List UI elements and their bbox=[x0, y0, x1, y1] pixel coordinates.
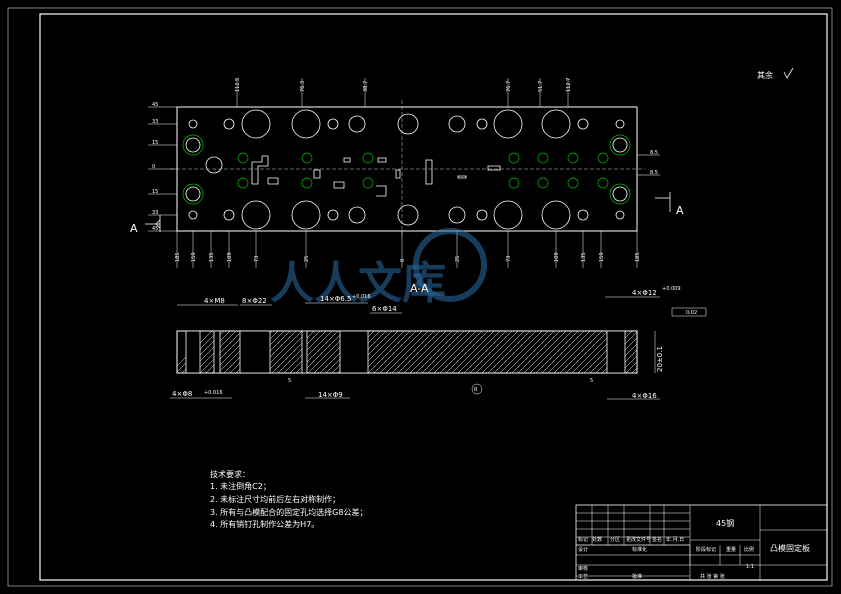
scale-value: 1:1 bbox=[746, 564, 754, 570]
dim-4xd8-tol: +0.016 bbox=[204, 390, 223, 396]
bottom-hole-row bbox=[188, 200, 625, 230]
tb-col-label: 年.月.日 bbox=[666, 536, 684, 543]
roughness-symbol bbox=[783, 67, 794, 79]
title-block: 标记 设计 审核 工艺 处数 分区 更改文件号 签名 年.月.日 标准化 批准 … bbox=[575, 504, 828, 581]
punch-holes bbox=[237, 152, 609, 189]
tb-col-label: 处数 bbox=[592, 536, 602, 543]
tb-col-label: 更改文件号 bbox=[626, 536, 651, 543]
dim-14xd6-5: 14×Φ6.5 bbox=[320, 295, 351, 303]
dim-14xd9: 14×Φ9 bbox=[318, 391, 343, 399]
watermark: 人人文库 bbox=[270, 228, 487, 309]
flatness-value: 0.02 bbox=[686, 310, 697, 316]
left-dim-label: 45 bbox=[152, 102, 158, 108]
detail-circle bbox=[471, 383, 483, 395]
top-dim-label: 76.7 bbox=[506, 81, 512, 92]
tb-row-label: 标记 bbox=[578, 536, 588, 543]
inner-frame bbox=[39, 13, 828, 581]
tb-sub-label: 比例 bbox=[744, 546, 754, 553]
bottom-dim-label: 73 bbox=[254, 256, 260, 262]
section-holes bbox=[185, 330, 626, 374]
dim-4xd12: 4×Φ12 bbox=[632, 289, 657, 297]
bottom-dim-label: 25 bbox=[455, 256, 461, 262]
section-label-left: A bbox=[130, 222, 138, 235]
bottom-dim-label: 185 bbox=[175, 252, 181, 262]
tech-title: 技术要求： bbox=[210, 469, 250, 479]
tb-row-label: 设计 bbox=[578, 546, 588, 553]
dim-4xm8: 4×M8 bbox=[204, 297, 225, 305]
tech-req-3: 3. 所有与凸模配合的固定孔均选择G8公差； bbox=[210, 507, 367, 517]
left-dimensions: 45 33 15 0 15 33 45 bbox=[148, 102, 177, 232]
bottom-dim-label: 73 bbox=[506, 256, 512, 262]
dim-4xd8: 4×Φ8 bbox=[172, 390, 192, 398]
dim-4xd16: 4×Φ16 bbox=[632, 392, 657, 400]
top-dim-label: 112.5 bbox=[235, 78, 241, 92]
right-dim-label: 8.5 bbox=[650, 170, 658, 176]
tb-row-label: 工艺 bbox=[578, 574, 588, 580]
left-dim-label: 33 bbox=[152, 119, 158, 125]
section-view: A-A 4×M8 8×Φ22 14×Φ6.5 +0.016 6×Φ14 4×Φ1… bbox=[170, 282, 707, 400]
top-dim-label: 38.7 bbox=[363, 81, 369, 92]
dim-thickness: 20±0.1 bbox=[656, 346, 664, 372]
tb-sub-label: 标准化 bbox=[632, 546, 647, 553]
tb-row-label: 审核 bbox=[578, 565, 588, 572]
tech-req-2: 2. 未标注尺寸均前后左右对称制作； bbox=[210, 494, 340, 504]
dim-14xd6-5-tol: +0.016 bbox=[352, 294, 371, 300]
detail-circle-label: R bbox=[474, 387, 478, 393]
bottom-dim-label: 135 bbox=[581, 252, 587, 262]
flatness-frame bbox=[671, 307, 707, 317]
bottom-dim-label: 185 bbox=[635, 252, 641, 262]
top-hole-row bbox=[188, 109, 625, 139]
top-dim-label: 112.7 bbox=[566, 78, 572, 92]
right-dimensions: 8.5 8.5 bbox=[637, 150, 660, 176]
left-dim-label: 45 bbox=[152, 226, 158, 232]
technical-requirements: 技术要求： 1. 未注倒角C2； 2. 未标注尺寸均前后左右对称制作； 3. 所… bbox=[210, 469, 367, 529]
depth-1: 5 bbox=[288, 378, 291, 384]
tb-sub-label: 批准 bbox=[632, 573, 642, 580]
section-outline bbox=[176, 330, 638, 374]
pin-holes bbox=[182, 134, 631, 205]
dim-4xd12-tol: +0.009 bbox=[662, 286, 681, 292]
bottom-dim-label: 109 bbox=[227, 252, 233, 262]
part-name: 凸模固定板 bbox=[770, 543, 810, 553]
section-label-right: A bbox=[676, 204, 684, 217]
tb-sub-label: 阶段标记 bbox=[696, 546, 716, 553]
left-dim-label: 0 bbox=[152, 164, 155, 170]
tech-req-1: 1. 未注倒角C2； bbox=[210, 481, 271, 491]
dim-6xd14: 6×Φ14 bbox=[372, 305, 397, 313]
outer-frame bbox=[7, 7, 833, 587]
right-dim-label: 8.5 bbox=[650, 150, 658, 156]
section-title: A-A bbox=[410, 282, 429, 295]
watermark-text: 人人文库 bbox=[270, 258, 446, 309]
punch-profiles bbox=[251, 155, 501, 197]
plan-view: A A bbox=[130, 100, 684, 238]
roughness-note: 其余 bbox=[757, 70, 773, 80]
tb-col-label: 分区 bbox=[610, 536, 620, 543]
bottom-dim-label: 0 bbox=[400, 259, 406, 262]
tech-req-4: 4. 所有销钉孔制作公差为H7。 bbox=[210, 519, 319, 529]
tb-col-label: 签名 bbox=[652, 536, 662, 543]
material: 45钢 bbox=[716, 518, 734, 528]
top-dim-label: 76.3 bbox=[300, 81, 306, 92]
top-dimensions: 112.5 76.3 38.7 76.7 51.7 112.7 bbox=[235, 78, 572, 107]
bottom-dim-label: 159 bbox=[191, 252, 197, 262]
bottom-dim-label: 109 bbox=[554, 252, 560, 262]
bottom-dimensions: 185 159 135 109 73 25 0 25 73 109 135 159 185 bbox=[175, 231, 641, 268]
left-dim-label: 15 bbox=[152, 189, 158, 195]
depth-2: 5 bbox=[590, 378, 593, 384]
sheet-info: 共 张 第 张 bbox=[700, 573, 725, 580]
bottom-dim-label: 159 bbox=[599, 252, 605, 262]
left-dim-label: 15 bbox=[152, 140, 158, 146]
left-dim-label: 33 bbox=[152, 210, 158, 216]
top-dim-label: 51.7 bbox=[538, 81, 544, 92]
bottom-dim-label: 135 bbox=[209, 252, 215, 262]
dim-8xd22: 8×Φ22 bbox=[242, 297, 267, 305]
bottom-dim-label: 25 bbox=[304, 256, 310, 262]
tb-sub-label: 重量 bbox=[726, 546, 736, 553]
